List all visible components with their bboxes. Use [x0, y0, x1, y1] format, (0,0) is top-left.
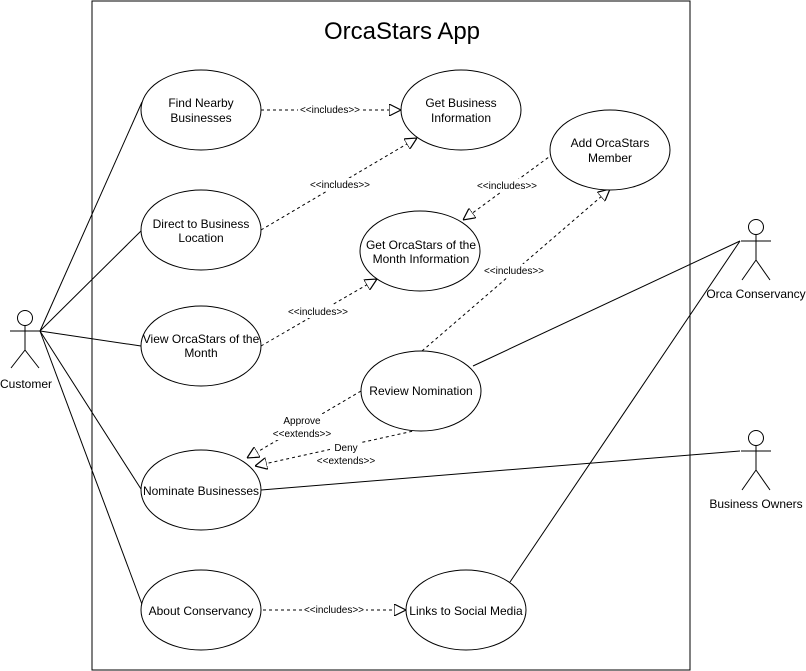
relation-labels: <<includes>> <<includes>> <<includes>> <… — [269, 103, 546, 616]
label-deny: Deny — [334, 443, 357, 454]
include-review-to-add-member — [421, 189, 610, 352]
svg-text:Month Information: Month Information — [373, 252, 470, 266]
svg-text:Review Nomination: Review Nomination — [369, 384, 472, 398]
svg-text:Month: Month — [184, 346, 217, 360]
svg-text:Businesses: Businesses — [170, 111, 231, 125]
association-customer-find-nearby — [39, 101, 143, 332]
svg-text:Location: Location — [178, 231, 223, 245]
actor-business-owners — [741, 430, 771, 491]
actor-label-orca-conservancy: Orca Conservancy — [706, 287, 805, 301]
association-orca-links — [509, 240, 741, 583]
label-extends-approve: <<extends>> — [273, 429, 332, 440]
label-includes-6: <<includes>> — [304, 605, 364, 616]
svg-text:Get Business: Get Business — [425, 96, 496, 110]
svg-text:Information: Information — [431, 111, 491, 125]
association-customer-view-month — [39, 330, 142, 347]
actor-orca-conservancy — [741, 219, 771, 281]
use-case-view-orcastars-of-the-month: View OrcaStars of the Month — [140, 305, 262, 387]
actor-head — [748, 219, 764, 235]
svg-text:Add OrcaStars: Add OrcaStars — [571, 136, 650, 150]
label-approve: Approve — [283, 416, 321, 427]
svg-text:Get OrcaStars of the: Get OrcaStars of the — [366, 238, 476, 252]
svg-text:Find Nearby: Find Nearby — [168, 96, 233, 110]
svg-text:Direct to Business: Direct to Business — [153, 217, 250, 231]
use-case-direct-to-business-location: Direct to Business Location — [140, 189, 262, 271]
association-customer-about — [39, 330, 144, 608]
label-includes-4: <<includes>> — [484, 266, 544, 277]
label-includes-1: <<includes>> — [300, 105, 360, 116]
svg-text:View OrcaStars of the: View OrcaStars of the — [143, 332, 260, 346]
svg-text:Member: Member — [588, 151, 632, 165]
label-includes-3: <<includes>> — [477, 181, 537, 192]
use-case-nominate-businesses: Nominate Businesses — [140, 449, 262, 531]
association-owners-nominate — [260, 450, 741, 491]
association-customer-nominate — [39, 330, 142, 490]
use-case-get-orcastars-month-information: Get OrcaStars of the Month Information — [359, 210, 481, 292]
actor-label-business-owners: Business Owners — [709, 497, 802, 511]
system-title: OrcaStars App — [324, 18, 480, 45]
svg-text:About Conservancy: About Conservancy — [149, 604, 254, 618]
label-extends-deny: <<extends>> — [317, 456, 376, 467]
use-case-review-nomination: Review Nomination — [360, 350, 482, 432]
label-includes-2: <<includes>> — [310, 180, 370, 191]
svg-text:Nominate Businesses: Nominate Businesses — [143, 484, 259, 498]
use-case-get-business-information: Get Business Information — [400, 69, 522, 151]
actor-head — [17, 310, 33, 326]
actor-label-customer: Customer — [0, 377, 52, 391]
svg-text:Links to Social Media: Links to Social Media — [409, 604, 523, 618]
use-case-links-to-social-media: Links to Social Media — [405, 569, 527, 651]
use-case-add-orcastars-member: Add OrcaStars Member — [549, 109, 671, 191]
associations — [39, 101, 741, 608]
association-customer-direct-location — [39, 229, 143, 332]
use-case-about-conservancy: About Conservancy — [140, 569, 262, 651]
extend-deny-review-to-nominate — [255, 429, 419, 466]
actor-head — [748, 430, 764, 446]
label-includes-5: <<includes>> — [288, 307, 348, 318]
use-case-find-nearby-businesses: Find Nearby Businesses — [140, 69, 262, 151]
association-orca-review — [472, 240, 741, 367]
actor-customer — [10, 310, 40, 369]
